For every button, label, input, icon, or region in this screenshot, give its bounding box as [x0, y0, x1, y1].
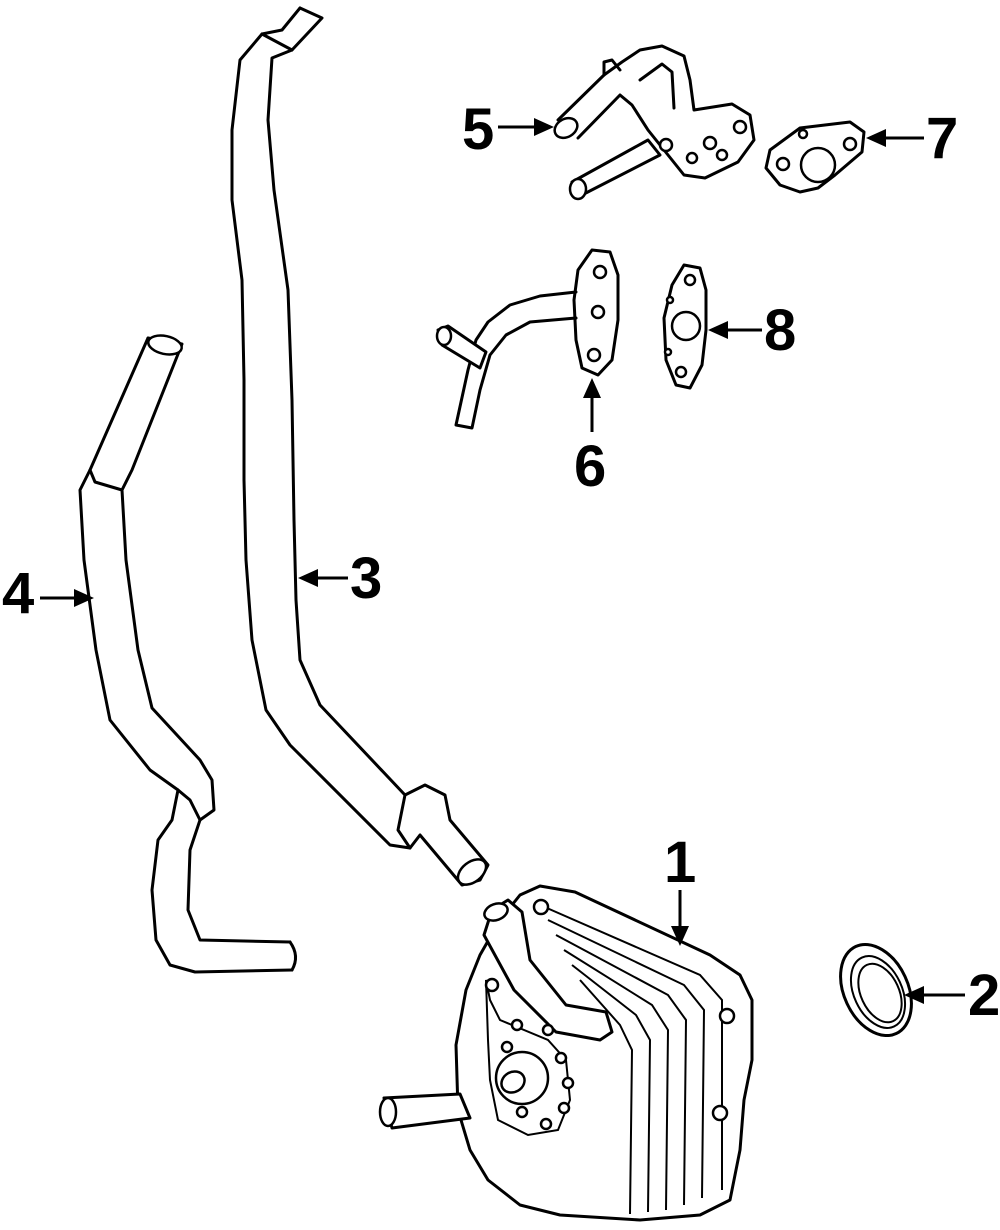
- leader-5: [498, 118, 554, 136]
- callout-4: 4: [2, 561, 34, 626]
- part-4-bent-hose[interactable]: [78, 333, 297, 974]
- callout-5: 5: [462, 97, 494, 162]
- part-5-pipe-flange[interactable]: [551, 44, 756, 201]
- callout-3: 3: [350, 546, 382, 611]
- leader-8: [708, 321, 762, 339]
- leader-7: [866, 129, 924, 147]
- part-1-oil-cooler[interactable]: [378, 884, 754, 1222]
- callout-2: 2: [968, 963, 1000, 1028]
- part-2-seal-ring[interactable]: [827, 933, 926, 1047]
- leader-6: [583, 378, 601, 432]
- part-3-long-hose[interactable]: [230, 6, 491, 890]
- leader-2: [904, 986, 965, 1004]
- callout-7: 7: [926, 106, 958, 171]
- leader-1: [671, 890, 689, 946]
- leader-3: [298, 569, 348, 587]
- callout-8: 8: [764, 298, 796, 363]
- part-7-gasket[interactable]: [764, 120, 866, 194]
- callout-1: 1: [664, 830, 696, 895]
- part-8-gasket[interactable]: [662, 263, 708, 390]
- callout-6: 6: [574, 434, 606, 499]
- leader-4: [40, 589, 94, 607]
- part-6-pipe-flange[interactable]: [435, 248, 620, 430]
